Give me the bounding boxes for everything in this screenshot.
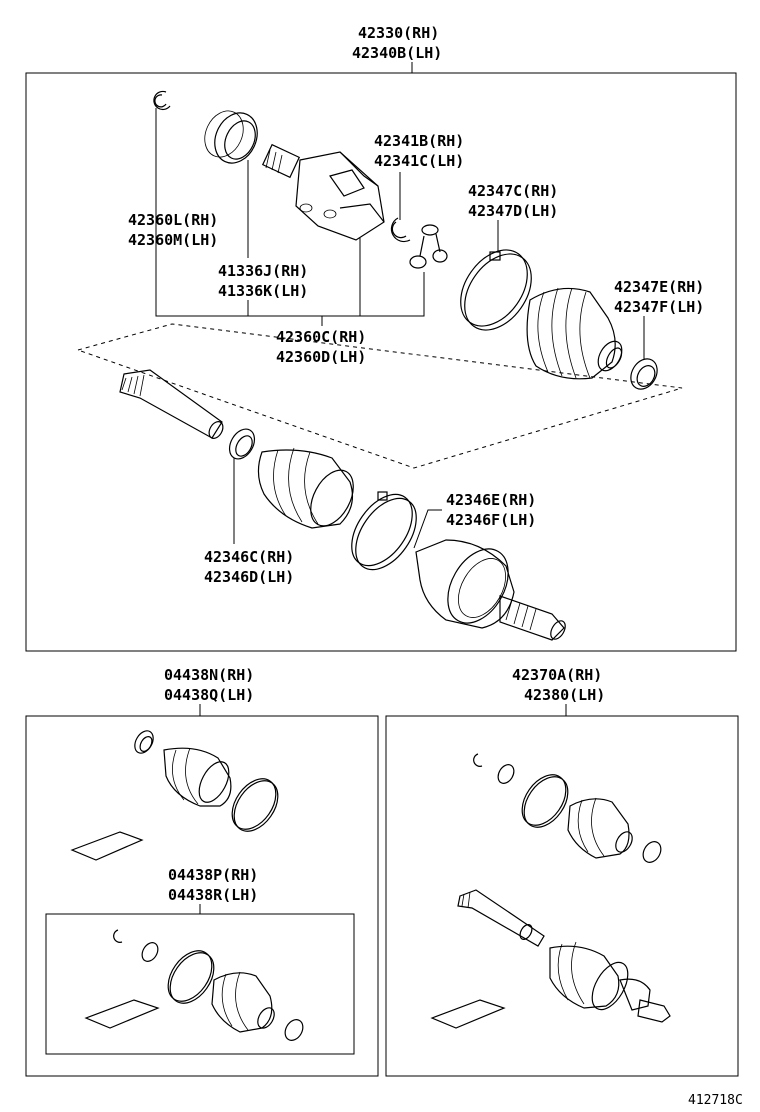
circlip-icon xyxy=(390,217,411,243)
label-42346c-rh[interactable]: 42346C(RH) xyxy=(204,548,294,566)
boot-kit-outer-group: 04438N(RH) 04438Q(LH) 04438P(RH) 04438R(… xyxy=(25,666,379,1077)
shaft-inner-clamp-icon xyxy=(642,841,662,863)
label-04438n-rh[interactable]: 04438N(RH) xyxy=(164,666,254,684)
kit-snap-ring-icon xyxy=(113,929,123,943)
label-42380-lh[interactable]: 42380(LH) xyxy=(524,686,605,704)
inner-small-clamp-icon xyxy=(630,358,658,390)
kit-outer-boot-icon xyxy=(163,747,232,807)
shaft-inner-boot-icon xyxy=(567,797,633,859)
dust-seal-icon xyxy=(204,110,258,164)
inner-boot-band-icon xyxy=(460,249,532,331)
inner-boot-icon xyxy=(526,287,623,380)
figure-code: 412718C xyxy=(688,1093,743,1108)
label-41336j-rh[interactable]: 41336J(RH) xyxy=(218,262,308,280)
drive-shaft-icon xyxy=(119,369,224,439)
tripod-spider-icon xyxy=(409,224,448,269)
label-42330-rh[interactable]: 42330(RH) xyxy=(358,24,439,42)
label-42347f-lh[interactable]: 42347F(LH) xyxy=(614,298,704,316)
label-04438p-rh[interactable]: 04438P(RH) xyxy=(168,866,258,884)
label-42346f-lh[interactable]: 42346F(LH) xyxy=(446,511,536,529)
label-41336k-lh[interactable]: 41336K(LH) xyxy=(218,282,308,300)
inboard-joint-region xyxy=(76,323,683,469)
kit-clamp-small-icon xyxy=(134,730,154,754)
label-42347c-rh[interactable]: 42347C(RH) xyxy=(468,182,558,200)
label-04438r-lh[interactable]: 04438R(LH) xyxy=(168,886,258,904)
label-42360c-rh[interactable]: 42360C(RH) xyxy=(276,328,366,346)
kit-inner-clip-icon xyxy=(141,942,159,962)
shaft-grease-packet-icon xyxy=(430,999,506,1029)
main-assembly-frame xyxy=(25,72,737,652)
outer-small-clamp-icon xyxy=(228,428,256,460)
label-42360d-lh[interactable]: 42360D(LH) xyxy=(276,348,366,366)
shaft-snap-ring-icon xyxy=(473,753,483,767)
shaft-axle-icon xyxy=(457,889,671,1023)
label-42341c-lh[interactable]: 42341C(LH) xyxy=(374,152,464,170)
label-42347e-rh[interactable]: 42347E(RH) xyxy=(614,278,704,296)
label-42370a-rh[interactable]: 42370A(RH) xyxy=(512,666,602,684)
shaft-clip-icon xyxy=(497,764,515,784)
circlip-inner-icon xyxy=(391,221,407,239)
kit-outer-band-icon xyxy=(231,778,279,832)
kit-grease-packet-icon xyxy=(84,999,160,1029)
outer-boot-icon xyxy=(257,447,354,529)
grease-packet-icon xyxy=(70,831,144,861)
label-42346d-lh[interactable]: 42346D(LH) xyxy=(204,568,294,586)
shaft-assembly-frame xyxy=(385,715,739,1077)
label-42347d-lh[interactable]: 42347D(LH) xyxy=(468,202,558,220)
boot-kit-outer-frame xyxy=(25,715,379,1077)
main-assembly-group: 42330(RH) 42340B(LH) xyxy=(25,24,737,652)
label-42360m-lh[interactable]: 42360M(LH) xyxy=(128,231,218,249)
label-42341b-rh[interactable]: 42341B(RH) xyxy=(374,132,464,150)
outboard-joint-icon xyxy=(415,539,566,641)
kit-inner-boot-icon xyxy=(211,971,275,1033)
shaft-inner-band-icon xyxy=(521,774,569,828)
inboard-joint-housing-icon xyxy=(261,143,385,241)
kit-inner-clamp-icon xyxy=(284,1019,304,1041)
label-04438q-lh[interactable]: 04438Q(LH) xyxy=(164,686,254,704)
kit-inner-band-icon xyxy=(167,950,215,1004)
label-42360l-rh[interactable]: 42360L(RH) xyxy=(128,211,218,229)
snap-ring-icon xyxy=(153,90,171,111)
label-42340b-lh[interactable]: 42340B(LH) xyxy=(352,44,442,62)
snap-ring-inner-icon xyxy=(154,94,167,108)
shaft-assembly-group: 42370A(RH) 42380(LH) xyxy=(385,666,739,1077)
outer-boot-band-icon xyxy=(351,491,417,571)
boot-kit-inner-frame xyxy=(45,913,355,1055)
label-42346e-rh[interactable]: 42346E(RH) xyxy=(446,491,536,509)
